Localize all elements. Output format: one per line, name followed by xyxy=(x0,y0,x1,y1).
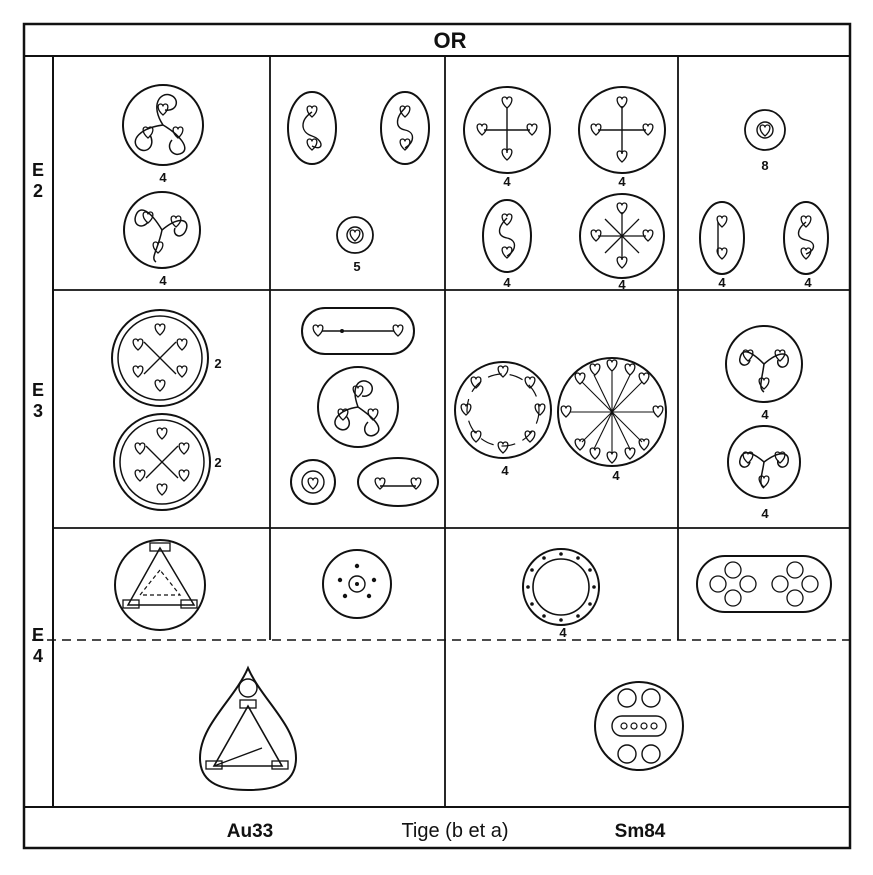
count-label: 8 xyxy=(761,158,768,173)
outer-frame xyxy=(22,22,852,850)
section-double-ring-1 xyxy=(111,309,209,407)
section-small-ring-2 xyxy=(744,109,786,151)
section-ring-of-bundles xyxy=(454,361,552,459)
row-label-e4-digit: 4 xyxy=(33,646,43,666)
section-capsule-1 xyxy=(301,307,415,355)
section-trefoil-3 xyxy=(317,366,399,448)
section-radiate-star xyxy=(557,357,667,467)
count-label: 2 xyxy=(214,455,221,470)
section-teardrop-triangle xyxy=(198,665,298,792)
count-label: 4 xyxy=(718,275,726,290)
count-label: 4 xyxy=(618,277,626,292)
section-trefoil-1 xyxy=(122,84,204,166)
section-oval-4 xyxy=(699,201,745,275)
footer-center-label: Tige (b et a) xyxy=(401,820,508,842)
count-label: 4 xyxy=(761,506,769,521)
section-capsule-2 xyxy=(357,457,439,507)
section-star-1 xyxy=(579,193,665,279)
row-label-e3-letter: E xyxy=(32,380,44,400)
section-capsule-clusters xyxy=(696,555,832,613)
row-label-e2-digit: 2 xyxy=(33,181,43,201)
section-cross-1 xyxy=(463,86,551,174)
section-small-ring xyxy=(336,216,374,254)
section-trefoil-5 xyxy=(727,425,801,499)
count-label: 4 xyxy=(503,275,511,290)
count-label: 4 xyxy=(612,468,620,483)
footer-right-label: Sm84 xyxy=(615,821,666,842)
section-oval-1 xyxy=(287,91,337,165)
section-trefoil-4 xyxy=(725,325,803,403)
count-label: 4 xyxy=(501,463,509,478)
row-label-e3-digit: 3 xyxy=(33,401,43,421)
section-double-ring-2 xyxy=(113,413,211,511)
section-oval-3 xyxy=(482,199,532,273)
count-label: 4 xyxy=(559,625,567,640)
count-label: 4 xyxy=(804,275,812,290)
section-oval-5 xyxy=(783,201,829,275)
section-oval-2 xyxy=(380,91,430,165)
count-label: 4 xyxy=(159,273,167,288)
count-label: 5 xyxy=(353,259,360,274)
section-beaded-ring xyxy=(522,548,600,626)
count-label: 4 xyxy=(761,407,769,422)
count-label: 4 xyxy=(159,170,167,185)
count-label: 4 xyxy=(503,174,511,189)
row-label-e4-letter: E xyxy=(32,625,44,645)
section-small-circle-3 xyxy=(290,459,336,505)
count-label: 2 xyxy=(214,356,221,371)
section-trefoil-2 xyxy=(123,191,201,269)
section-cross-2 xyxy=(578,86,666,174)
header-title: OR xyxy=(434,28,467,53)
count-label: 4 xyxy=(618,174,626,189)
row-label-e2-letter: E xyxy=(32,160,44,180)
footer-left-label: Au33 xyxy=(227,821,273,842)
section-cluster-circle xyxy=(594,681,684,771)
section-dotted-circle xyxy=(322,549,392,619)
section-triangle-1 xyxy=(114,539,206,631)
